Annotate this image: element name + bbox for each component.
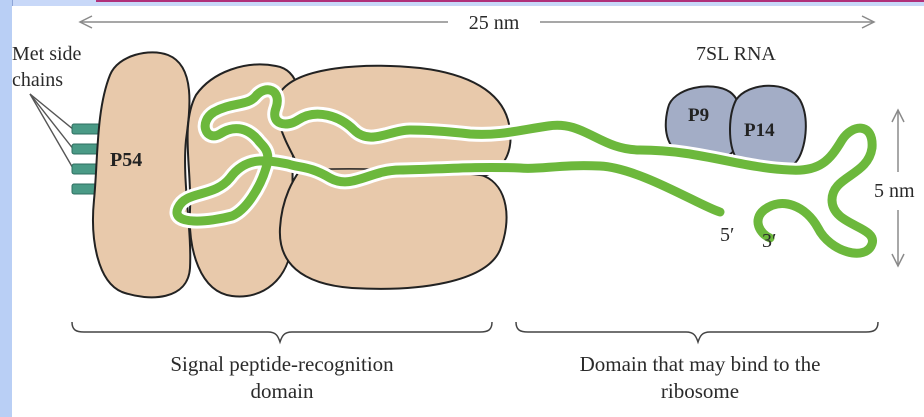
right-domain-caption-line2: ribosome xyxy=(661,379,739,403)
p9-label: P9 xyxy=(688,105,709,126)
met-side-chains-label-line1: Met side xyxy=(12,43,82,65)
five-prime-label: 5′ xyxy=(720,224,734,246)
scale-label-25nm: 25 nm xyxy=(469,12,520,34)
left-domain-caption-line1: Signal peptide-recognition xyxy=(170,352,394,376)
rna-label: 7SL RNA xyxy=(696,43,776,65)
three-prime-label: 3′ xyxy=(762,230,776,252)
met-side-chains-label-line2: chains xyxy=(12,69,63,91)
scale-label-5nm: 5 nm xyxy=(874,180,915,202)
right-domain-caption-line1: Domain that may bind to the xyxy=(580,352,821,376)
p54-blob xyxy=(93,52,190,297)
left-domain-caption-line2: domain xyxy=(251,379,314,403)
frame-accent-top xyxy=(96,0,924,2)
p54-label: P54 xyxy=(110,149,142,171)
p14-label: P14 xyxy=(744,120,775,141)
